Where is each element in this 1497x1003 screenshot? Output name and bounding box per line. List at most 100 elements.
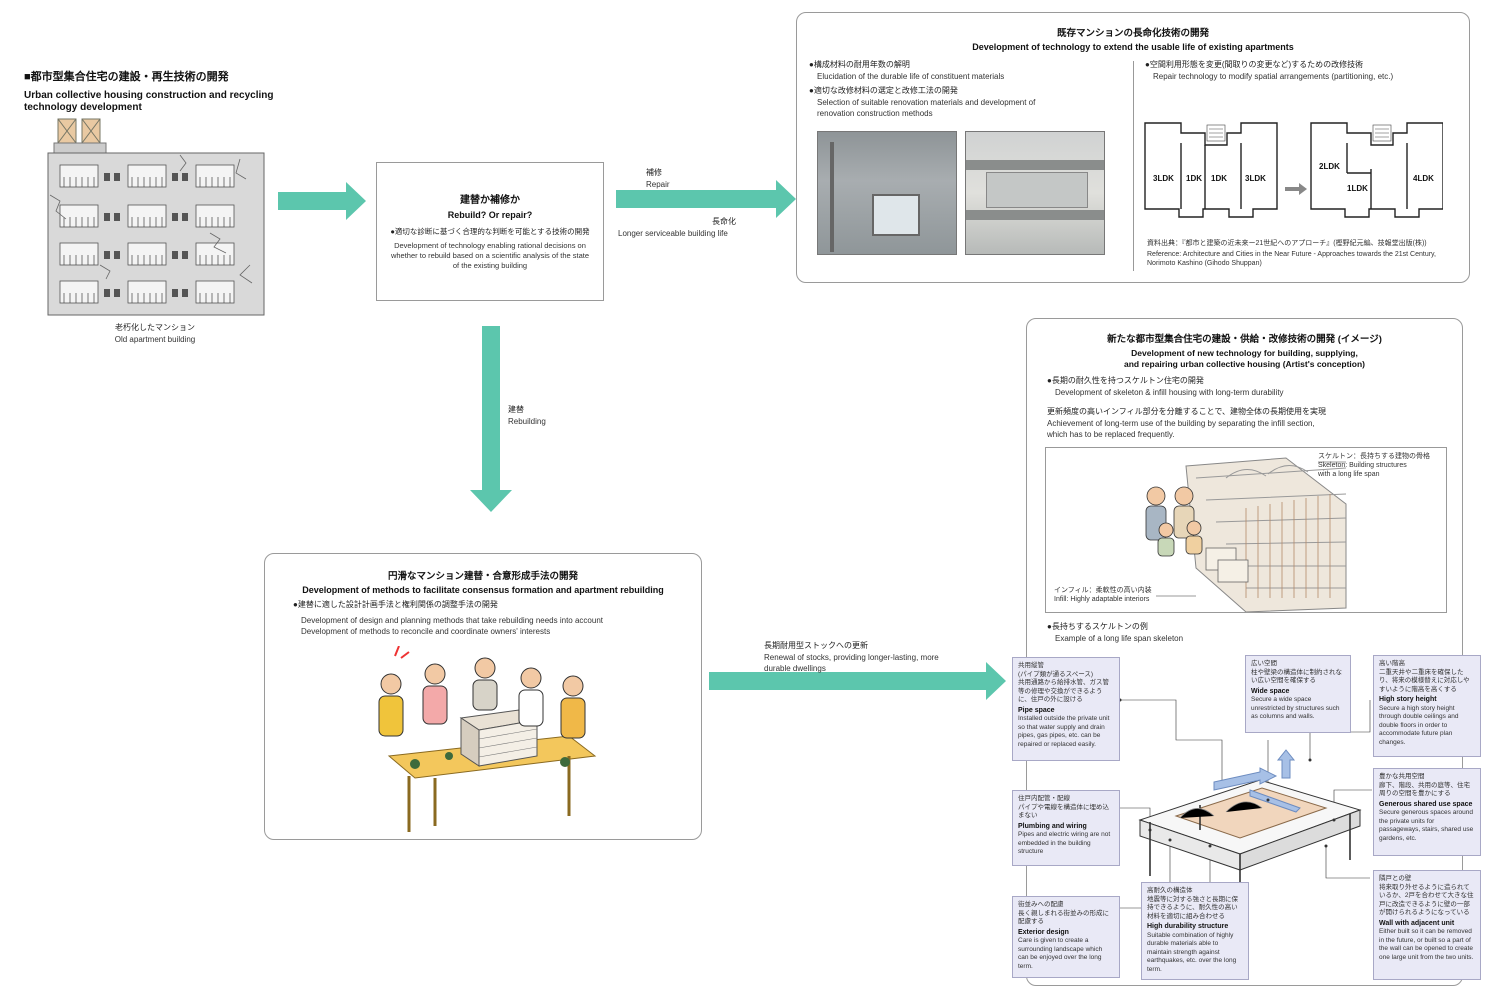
old-building-illustration xyxy=(47,118,265,316)
existing-title-jp: 既存マンションの長命化技術の開発 xyxy=(1056,28,1209,39)
callout-exterior-jp: 街並みへの配慮 長く親しまれる街並みの形成に配慮する xyxy=(1018,901,1109,925)
rebuild-label-en: Rebuilding xyxy=(508,417,546,426)
callout-wide-space: 広い空間 柱や壁梁の構造体に制約されない広い空間を確保する Wide space… xyxy=(1245,655,1351,733)
callout-plumb-jp: 住戸内配管・配線 パイプや電線を構造体に埋め込まない xyxy=(1018,795,1109,819)
callout-pipe-en: Installed outside the private unit so th… xyxy=(1018,715,1110,748)
consensus-bullet-en2: Development of methods to reconcile and … xyxy=(301,627,551,636)
renewal-label: 長期耐用型ストックへの更新 Renewal of stocks, providi… xyxy=(764,640,944,674)
existing-item-en: Repair technology to modify spatial arra… xyxy=(1153,72,1394,81)
callout-pipe-jp: 共用縦管 (パイプ類が通るスペース) 共用通路から給排水管、ガス管等の修理や交換… xyxy=(1018,662,1109,703)
existing-right-items: ●空間利用形態を変更(間取りの変更など)するための改修技術 Repair tec… xyxy=(1145,59,1455,82)
reference-jp: 資料出典：『都市と建築の近未来ー21世紀へのアプローチ』(樫野紀元編、技報堂出版… xyxy=(1147,240,1427,247)
arrow-to-decision xyxy=(278,182,366,220)
newtech-para-en2: which has to be replaced frequently. xyxy=(1047,430,1175,439)
callout-wall-en: Either built so it can be removed in the… xyxy=(1379,928,1474,961)
callout-high-en: Secure a high story height through doubl… xyxy=(1379,704,1459,746)
callout-high-jp: 高い階高 二重天井や二重床を確保したり、将来の模様替えに対応しやすいように階高を… xyxy=(1379,660,1470,693)
callout-plumbing: 住戸内配管・配線 パイプや電線を構造体に埋め込まない Plumbing and … xyxy=(1012,790,1120,866)
plan-before-label: 3LDK xyxy=(1153,174,1174,183)
decision-title-jp: 建替か補修か xyxy=(460,195,520,206)
callout-shared-en: Secure generous spaces around the privat… xyxy=(1379,809,1474,842)
arrow-renewal xyxy=(709,662,1006,700)
plan-after-label: 2LDK xyxy=(1319,162,1340,171)
main-title-en: Urban collective housing construction an… xyxy=(24,90,274,113)
repair-label-en: Repair xyxy=(646,180,670,189)
consensus-bullet-jp: ●建替に適した設計計画手法と権利関係の調整手法の開発 xyxy=(293,600,498,609)
callout-shared-space: 豊かな共用空間 廊下、階段、共用の庭等、住宅周りの空間を豊かにする Genero… xyxy=(1373,768,1481,856)
newtech-bullet2-en: Example of a long life span skeleton xyxy=(1055,634,1184,643)
skeleton-infill-illustration xyxy=(1145,457,1347,612)
infill-label-en: Infill: Highly adaptable interiors xyxy=(1054,596,1150,603)
callout-wide-title: Wide space xyxy=(1251,687,1290,695)
existing-divider xyxy=(1133,61,1134,271)
consensus-title-jp: 円滑なマンション建替・合意形成手法の開発 xyxy=(387,571,578,582)
callout-pipe-title: Pipe space xyxy=(1018,706,1055,714)
decision-box: 建替か補修か Rebuild? Or repair? ●適切な診断に基づく合理的… xyxy=(376,162,604,301)
meeting-illustration xyxy=(378,646,597,832)
callout-shared-title: Generous shared use space xyxy=(1379,800,1473,808)
longer-life-label-jp: 長命化 xyxy=(712,217,736,226)
arrow-repair xyxy=(616,180,796,218)
existing-item-jp: ●空間利用形態を変更(間取りの変更など)するための改修技術 xyxy=(1145,60,1364,69)
arrow-rebuild xyxy=(470,326,512,512)
balcony-photo xyxy=(965,131,1105,255)
plan-before-label: 1DK xyxy=(1186,174,1202,183)
decision-title-en: Rebuild? Or repair? xyxy=(447,210,533,220)
repair-label-jp: 補修 xyxy=(646,168,662,177)
skeleton-label-jp: スケルトン：長持ちする建物の骨格 xyxy=(1318,453,1430,460)
existing-apartments-box: 既存マンションの長命化技術の開発 Development of technolo… xyxy=(796,12,1470,283)
callout-exterior-en: Care is given to create a surrounding la… xyxy=(1018,937,1103,970)
callout-plumb-title: Plumbing and wiring xyxy=(1018,822,1087,830)
callout-pipe-space: 共用縦管 (パイプ類が通るスペース) 共用通路から給排水管、ガス管等の修理や交換… xyxy=(1012,657,1120,761)
rebuild-label-jp: 建替 xyxy=(508,405,524,414)
rebuild-label: 建替 Rebuilding xyxy=(508,404,546,427)
existing-item-jp: ●適切な改修材料の選定と改修工法の開発 xyxy=(809,86,958,95)
longer-life-label-en: Longer serviceable building life xyxy=(618,229,728,238)
newtech-title-en2: and repairing urban collective housing (… xyxy=(1124,359,1365,369)
consensus-title-en: Development of methods to facilitate con… xyxy=(302,585,664,595)
newtech-para-en1: Achievement of long-term use of the buil… xyxy=(1047,419,1315,428)
old-building-caption-en: Old apartment building xyxy=(114,335,196,344)
consensus-bullet-en1: Development of design and planning metho… xyxy=(301,616,603,625)
renewal-label-jp: 長期耐用型ストックへの更新 xyxy=(764,641,868,650)
skeleton-label-en2: with a long life span xyxy=(1318,471,1380,478)
old-building-caption: 老朽化したマンション Old apartment building xyxy=(90,322,220,345)
newtech-title-jp: 新たな都市型集合住宅の建設・供給・改修技術の開発 (イメージ) xyxy=(1107,334,1382,345)
old-building-caption-jp: 老朽化したマンション xyxy=(115,323,195,332)
callout-high-title: High story height xyxy=(1379,696,1437,703)
main-title: ■都市型集合住宅の建設・再生技術の開発 Urban collective hou… xyxy=(24,68,274,114)
existing-item-en: Selection of suitable renovation materia… xyxy=(817,98,1036,118)
wall-photo xyxy=(817,131,957,255)
renewal-label-en: Renewal of stocks, providing longer-last… xyxy=(764,653,939,673)
reference-en: Reference: Architecture and Cities in th… xyxy=(1147,251,1436,267)
floor-plan-diagram: 3LDK 1DK 1DK 3LDK 2LDK 1LDK 4LDK xyxy=(1144,122,1443,218)
existing-title-en: Development of technology to extend the … xyxy=(972,42,1294,52)
callout-adjacent-wall: 隣戸との壁 将来取り外せるように造られているか、2戸を合わせて大きな住戸に改造で… xyxy=(1373,870,1481,980)
plan-before-label: 3LDK xyxy=(1245,174,1266,183)
callout-exterior-title: Exterior design xyxy=(1018,928,1069,936)
newtech-text: ●長期の耐久性を持つスケルトン住宅の開発 Development of skel… xyxy=(1047,375,1457,440)
callout-exterior-design: 街並みへの配慮 長く親しまれる街並みの形成に配慮する Exterior desi… xyxy=(1012,896,1120,978)
newtech-bullet2: ●長持ちするスケルトンの例 Example of a long life spa… xyxy=(1047,621,1447,644)
newtech-bullet1-en: Development of skeleton & infill housing… xyxy=(1055,388,1284,397)
callout-shared-jp: 豊かな共用空間 廊下、階段、共用の庭等、住宅周りの空間を豊かにする xyxy=(1379,773,1470,797)
callout-high-story: 高い階高 二重天井や二重床を確保したり、将来の模様替えに対応しやすいように階高を… xyxy=(1373,655,1481,757)
newtech-bullet2-jp: ●長持ちするスケルトンの例 xyxy=(1047,622,1148,631)
newtech-para-jp: 更新頻度の高いインフィル部分を分離することで、建物全体の長期使用を実現 xyxy=(1047,407,1327,416)
plan-change-arrow xyxy=(1285,183,1307,195)
existing-reference: 資料出典：『都市と建築の近未来ー21世紀へのアプローチ』(樫野紀元編、技報堂出版… xyxy=(1147,239,1457,268)
infill-label: インフィル：柔軟性の高い内装 Infill: Highly adaptable … xyxy=(1054,586,1194,604)
callout-wide-en: Secure a wide space unrestricted by stru… xyxy=(1251,696,1340,720)
plan-after-label: 1LDK xyxy=(1347,184,1368,193)
callout-wide-jp: 広い空間 柱や壁梁の構造体に制約されない広い空間を確保する xyxy=(1251,660,1342,684)
main-title-jp: ■都市型集合住宅の建設・再生技術の開発 xyxy=(24,71,229,83)
existing-item-en: Elucidation of the durable life of const… xyxy=(817,72,1005,81)
infill-label-jp: インフィル：柔軟性の高い内装 xyxy=(1054,587,1152,594)
newtech-bullet1-jp: ●長期の耐久性を持つスケルトン住宅の開発 xyxy=(1047,376,1204,385)
callout-wall-jp: 隣戸との壁 将来取り外せるように造られているか、2戸を合わせて大きな住戸に改造で… xyxy=(1379,875,1474,916)
skeleton-label: スケルトン：長持ちする建物の骨格 Skeleton: Building stru… xyxy=(1318,452,1446,479)
repair-label: 補修 Repair xyxy=(646,167,670,190)
skeleton-infill-panel: スケルトン：長持ちする建物の骨格 Skeleton: Building stru… xyxy=(1045,447,1447,613)
callout-plumb-en: Pipes and electric wiring are not embedd… xyxy=(1018,831,1111,855)
existing-item-jp: ●構成材料の耐用年数の解明 xyxy=(809,60,910,69)
